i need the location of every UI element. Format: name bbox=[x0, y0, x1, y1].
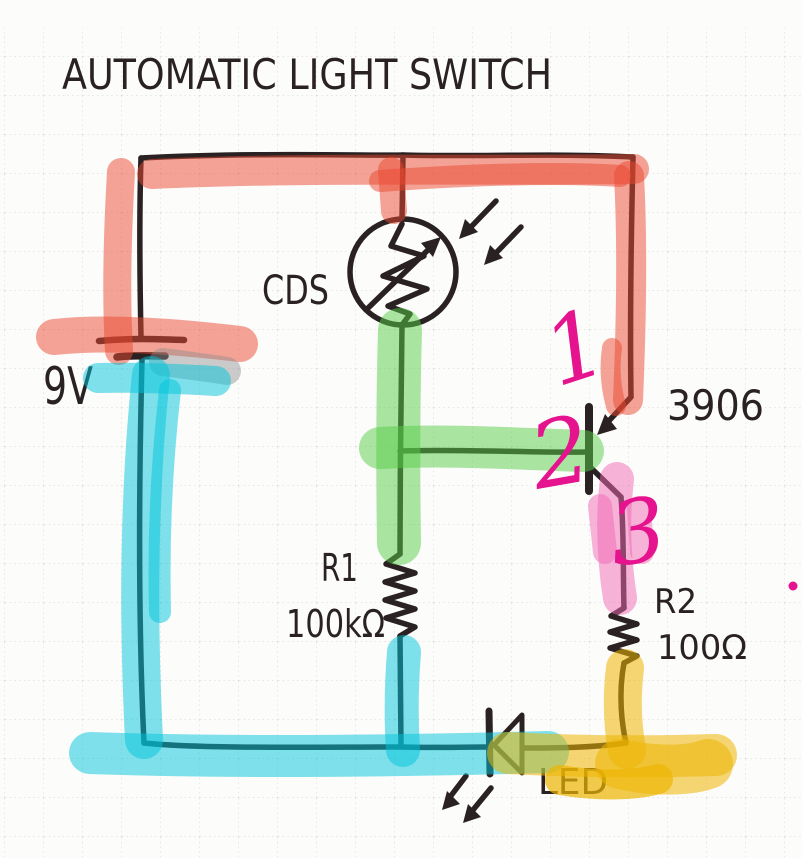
highlight-cyan-r1-segment bbox=[384, 635, 421, 767]
wire-left bbox=[137, 155, 144, 340]
highlight-red-top-2 bbox=[369, 162, 631, 192]
highlight-red-battery bbox=[36, 316, 258, 362]
highlight-cyan-left-2 bbox=[148, 379, 181, 623]
photocell-arrow-line bbox=[363, 245, 433, 313]
resistor-r1-name: R1 bbox=[321, 546, 358, 590]
battery-label: 9V bbox=[43, 357, 93, 417]
highlight-cyan-bottom bbox=[69, 731, 569, 777]
led-arrowhead-1 bbox=[442, 791, 460, 810]
highlight-red-group bbox=[36, 154, 649, 416]
highlight-green-base-wire bbox=[359, 425, 604, 472]
highlight-red-cds-stub bbox=[378, 157, 407, 224]
resistor-r1-value: 100kΩ bbox=[286, 602, 385, 646]
resistor-r1-zigzag bbox=[382, 551, 418, 639]
pen-dot bbox=[788, 581, 798, 591]
arrowheads bbox=[421, 219, 617, 823]
highlight-pink-group bbox=[588, 462, 654, 615]
label-layer: AUTOMATIC LIGHT SWITCH CDS 9V 3906 R1 10… bbox=[43, 50, 764, 803]
led-emission-arrow-2-line bbox=[470, 785, 494, 813]
highlight-cyan-left bbox=[121, 356, 170, 759]
led-arrowhead-2 bbox=[463, 804, 481, 823]
photocell-arrowhead bbox=[421, 237, 441, 257]
light-arrowhead-1 bbox=[459, 219, 478, 239]
photocell-label: CDS bbox=[262, 268, 329, 314]
emitter-arrowhead bbox=[597, 414, 617, 435]
resistor-r2-name: R2 bbox=[654, 582, 697, 622]
light-arrowhead-2 bbox=[484, 245, 503, 265]
light-arrow-2-line bbox=[491, 224, 524, 258]
highlight-green-group bbox=[359, 308, 604, 565]
highlight-cyan-group bbox=[69, 356, 569, 777]
highlight-red-right bbox=[613, 161, 647, 415]
resistor-r2-value: 100Ω bbox=[657, 628, 747, 668]
led-emission-arrow-1-line bbox=[447, 773, 469, 800]
highlight-pink-lobe-left bbox=[588, 494, 617, 564]
transistor-label: 3906 bbox=[667, 381, 764, 430]
highlight-pink-lobe-right bbox=[627, 496, 654, 564]
highlight-red-right-2 bbox=[600, 338, 626, 416]
highlight-yellow-group bbox=[487, 649, 737, 800]
highlight-yellow-corner-blob bbox=[595, 739, 733, 795]
highlight-yellow-led-label-blob bbox=[545, 764, 673, 800]
light-arrow-1-line bbox=[466, 198, 499, 232]
page-title: AUTOMATIC LIGHT SWITCH bbox=[62, 50, 552, 99]
